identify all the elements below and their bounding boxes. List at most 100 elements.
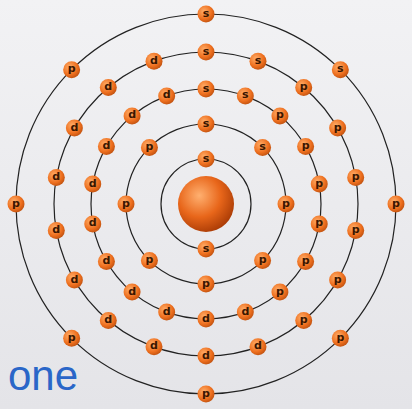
orbital-letter: p <box>272 107 288 123</box>
electron-ball <box>295 79 312 96</box>
shell-ring <box>91 89 321 319</box>
orbital-letter: s <box>250 53 266 69</box>
orbital-letter: s <box>198 151 214 167</box>
orbital-letter: d <box>198 311 214 327</box>
electron-ball <box>198 276 215 293</box>
orbital-letter: p <box>278 196 294 212</box>
orbital-letter: s <box>198 44 214 60</box>
electron-ball <box>254 139 271 156</box>
orbital-letter: p <box>255 252 271 268</box>
electron-ball <box>100 312 117 329</box>
electron-ball <box>158 304 175 321</box>
orbital-letter: s <box>332 61 348 77</box>
orbital-letter: d <box>48 222 64 238</box>
shell-ring <box>16 14 396 394</box>
electron-ball <box>124 107 141 124</box>
orbital-letter: d <box>159 87 175 103</box>
electron-ball <box>84 176 101 193</box>
shell-ring <box>126 124 286 284</box>
shell-ring <box>161 159 251 249</box>
electron-ball <box>118 196 135 213</box>
electron-ball <box>332 330 349 347</box>
orbital-letter: d <box>66 120 82 136</box>
electron-ball <box>84 215 101 232</box>
electron-ball <box>66 120 83 137</box>
orbital-letter: p <box>198 386 214 402</box>
orbital-letter: s <box>198 116 214 132</box>
orbital-letter: p <box>64 61 80 77</box>
orbital-letter: p <box>198 276 214 292</box>
orbital-letter: d <box>100 312 116 328</box>
orbital-letter: s <box>198 241 214 257</box>
orbital-letter: p <box>296 79 312 95</box>
electron-ball <box>98 138 115 155</box>
electron-ball <box>271 107 288 124</box>
electron-ball <box>198 348 215 365</box>
orbital-letter: d <box>124 107 140 123</box>
orbital-letter: p <box>141 252 157 268</box>
electron-ball <box>198 311 215 328</box>
orbital-letter: p <box>272 284 288 300</box>
shell-ring <box>54 52 358 356</box>
orbital-letter: p <box>118 196 134 212</box>
electron-ball <box>48 169 65 186</box>
electron-ball <box>249 338 266 355</box>
electron-ball <box>63 61 80 78</box>
electron-ball <box>198 116 215 133</box>
electron-ball <box>198 386 215 403</box>
electron-ball <box>297 138 314 155</box>
orbital-letter: s <box>255 139 271 155</box>
electron-ball <box>237 87 254 104</box>
electron-ball <box>124 284 141 301</box>
electron-ball <box>198 44 215 61</box>
electron-ball <box>141 139 158 156</box>
orbital-letter: p <box>8 196 24 212</box>
orbital-letter: p <box>311 176 327 192</box>
electron-ball <box>237 304 254 321</box>
orbital-letter: d <box>146 338 162 354</box>
caption-word: one <box>8 352 78 400</box>
orbital-letter: d <box>124 284 140 300</box>
electron-ball <box>329 272 346 289</box>
orbital-letter: p <box>348 169 364 185</box>
nucleus <box>178 176 234 232</box>
orbital-letter: d <box>198 348 214 364</box>
electron-ball <box>254 252 271 269</box>
electron-ball <box>8 196 25 213</box>
orbital-letter: s <box>237 87 253 103</box>
orbital-letter: p <box>348 222 364 238</box>
electron-ball <box>249 53 266 70</box>
orbital-letter: s <box>198 81 214 97</box>
electron-ball <box>347 222 364 239</box>
orbital-letter: d <box>237 304 253 320</box>
orbital-letter: d <box>98 253 114 269</box>
electron-ball <box>141 252 158 269</box>
electron-ball <box>146 338 163 355</box>
orbital-letter: p <box>298 253 314 269</box>
electron-ball <box>198 241 215 258</box>
orbital-letter: p <box>296 312 312 328</box>
electron-ball <box>100 79 117 96</box>
orbital-letter: p <box>311 215 327 231</box>
electron-shells <box>16 14 396 394</box>
orbital-letter: d <box>159 304 175 320</box>
electron-ball <box>158 87 175 104</box>
electron-ball <box>311 176 328 193</box>
electron-ball <box>329 120 346 137</box>
orbital-letter: p <box>298 138 314 154</box>
electron-ball <box>63 330 80 347</box>
orbital-letter: s <box>198 6 214 22</box>
electron-ball <box>98 253 115 270</box>
electron-ball <box>66 272 83 289</box>
orbital-letter: p <box>330 120 346 136</box>
electron-ball <box>271 284 288 301</box>
electron-ball <box>347 169 364 186</box>
electron-ball <box>146 53 163 70</box>
orbital-letter: d <box>48 169 64 185</box>
orbital-letter: d <box>85 176 101 192</box>
electron-ball <box>297 253 314 270</box>
electron-ball <box>311 215 328 232</box>
orbital-letter: p <box>64 330 80 346</box>
orbital-letter: p <box>388 196 404 212</box>
